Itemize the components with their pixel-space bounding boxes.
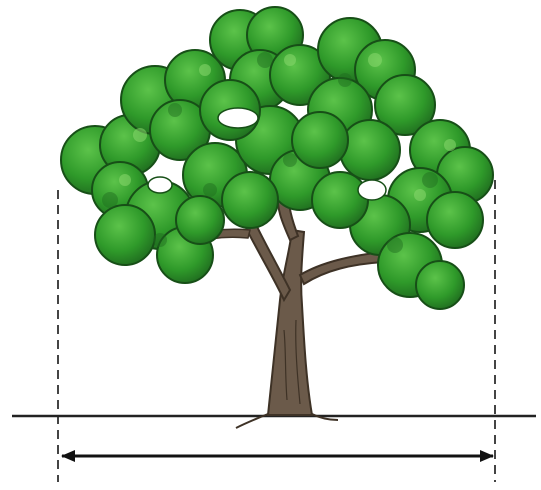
tree-spread-figure [0,0,541,490]
diagram-canvas [0,0,541,490]
